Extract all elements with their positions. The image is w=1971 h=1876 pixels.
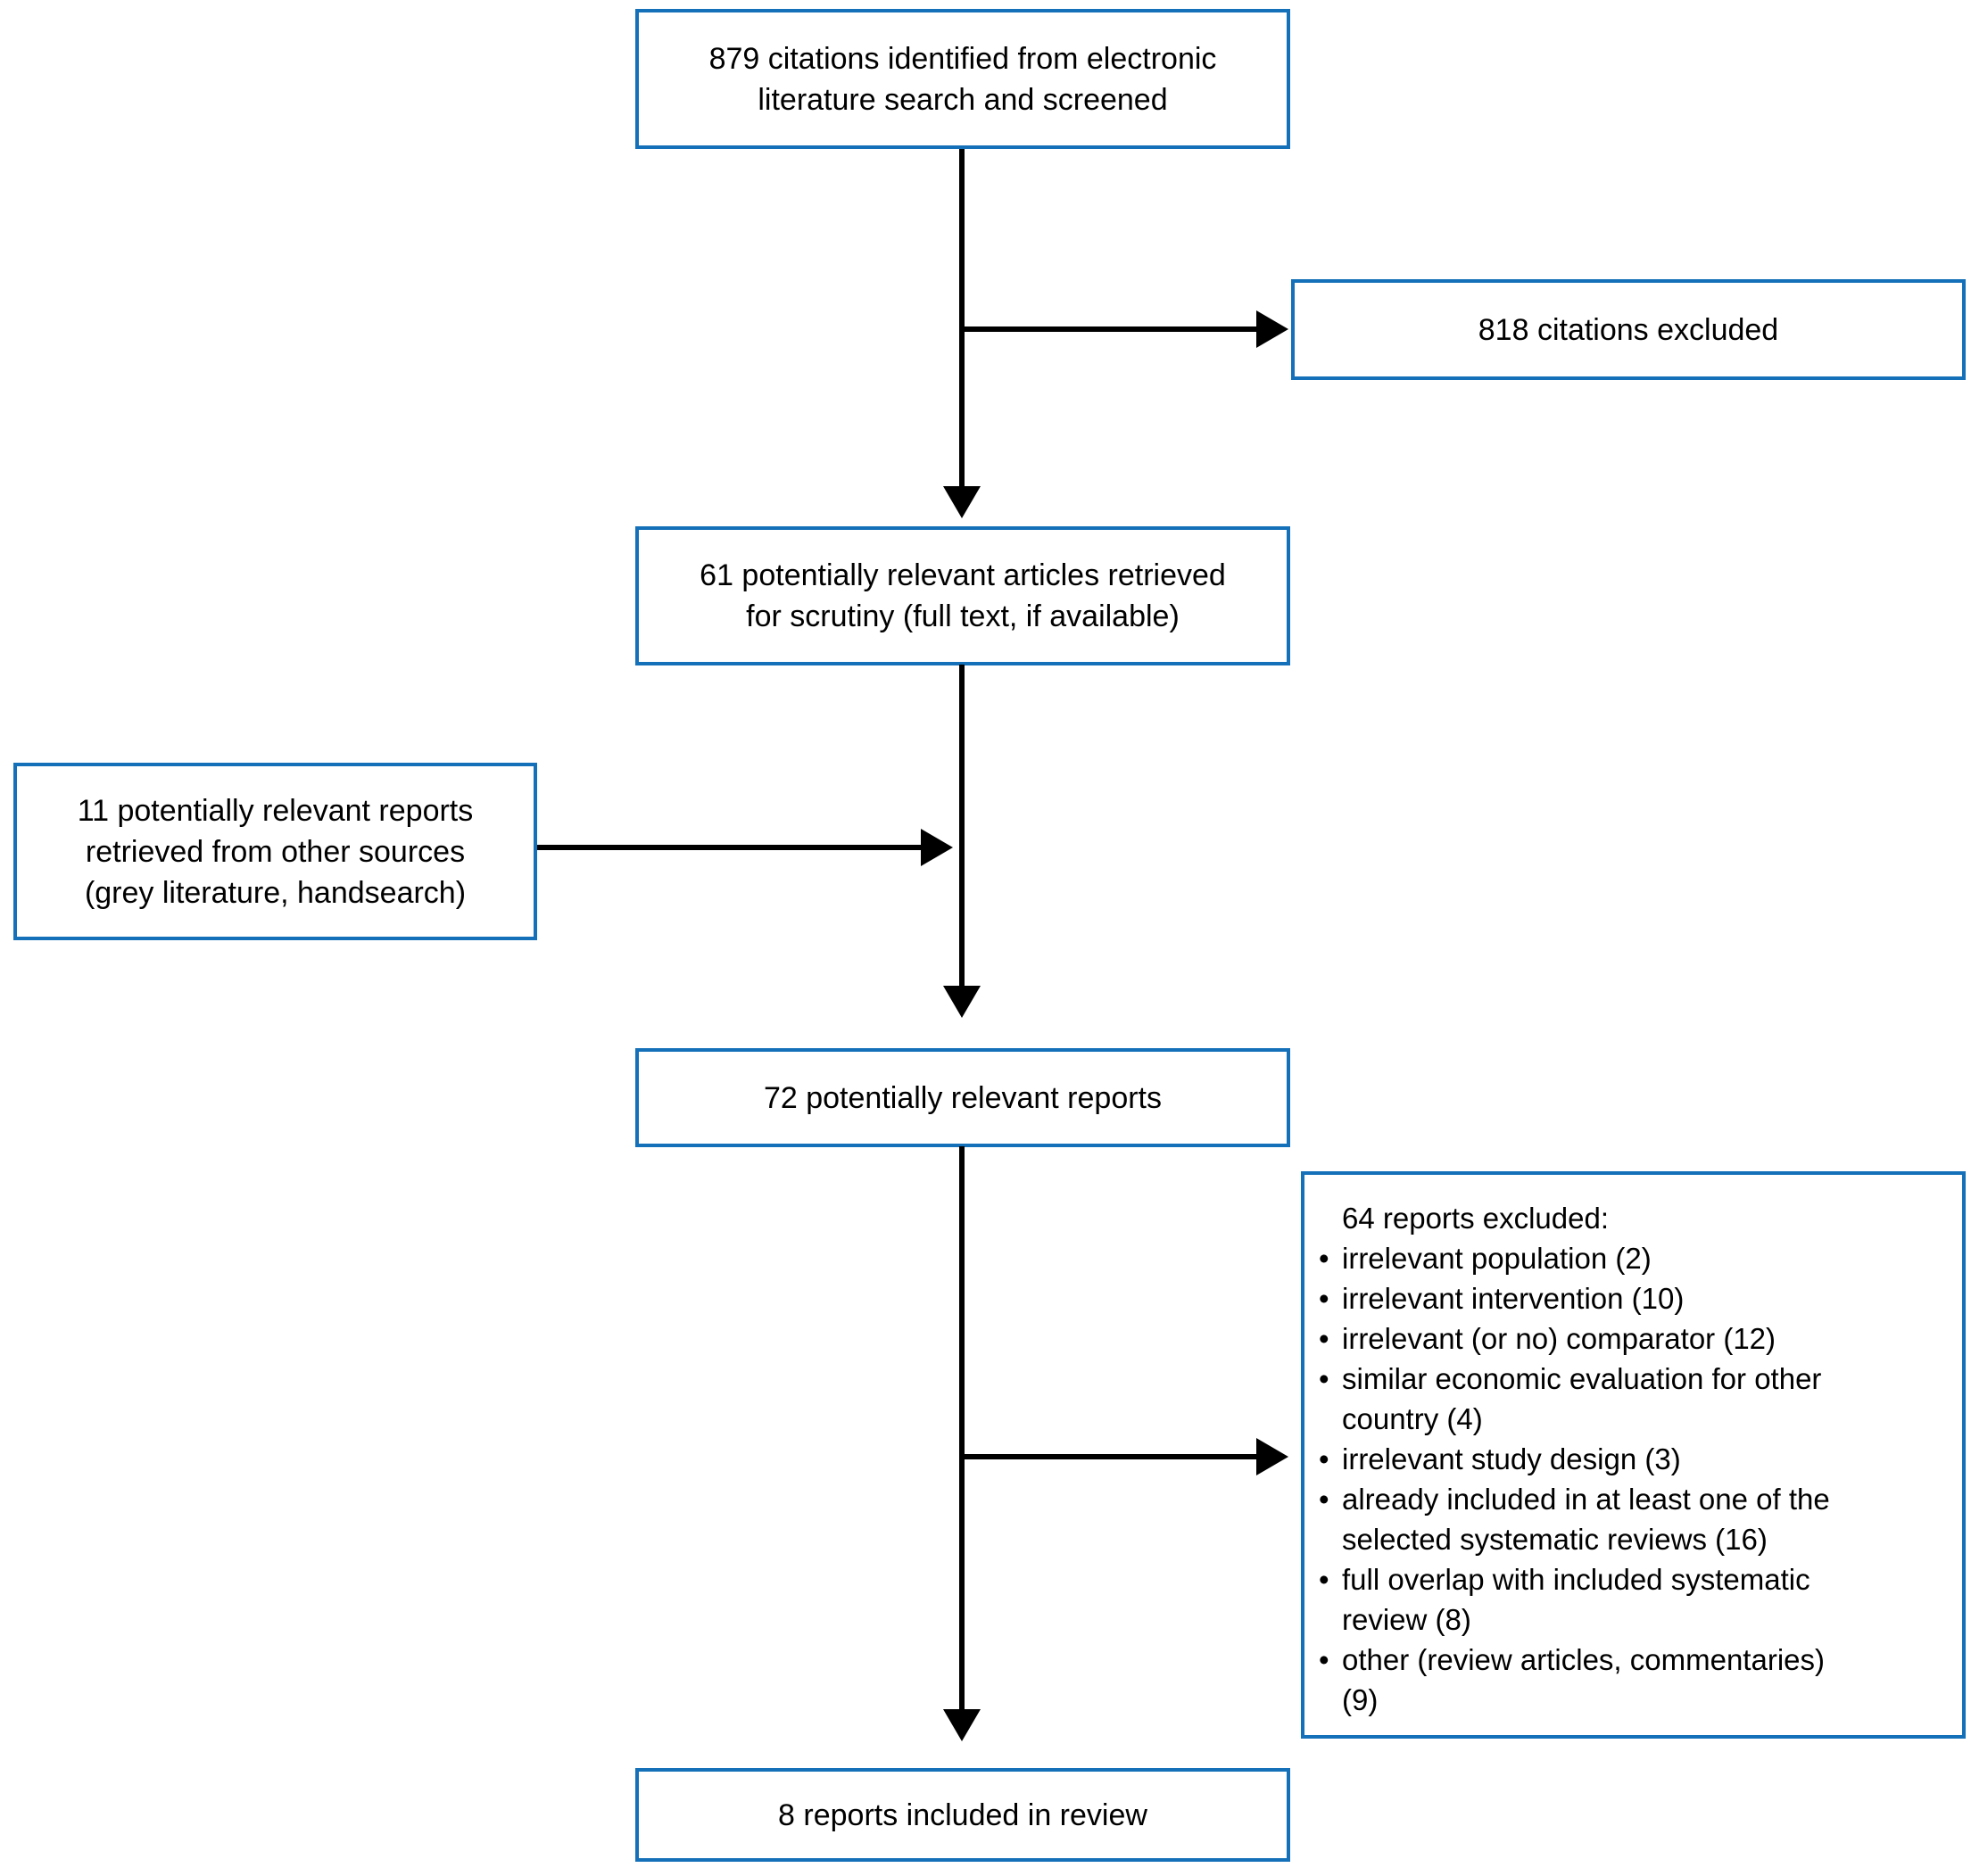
connector-to-reports-excluded [959, 1454, 1256, 1459]
excluded-reason-text: already included in at least one of the … [1342, 1483, 1830, 1556]
node-reports-excluded: 64 reports excluded: • irrelevant populat… [1301, 1171, 1966, 1739]
arrowhead-other-sources [921, 829, 953, 866]
excluded-reason-row: • irrelevant study design (3) [1319, 1439, 1935, 1479]
node-potentially-relevant-text: 72 potentially relevant reports [763, 1080, 1163, 1115]
node-articles-retrieved-text: 61 potentially relevant articles retriev… [700, 558, 1226, 633]
node-citations-excluded: 818 citations excluded [1291, 279, 1966, 380]
reports-excluded-list: • irrelevant population (2) • irrelevant i… [1319, 1238, 1935, 1720]
node-reports-included: 8 reports included in review [635, 1768, 1290, 1862]
bullet-icon: • [1319, 1483, 1329, 1516]
excluded-reason-text: irrelevant population (2) [1342, 1242, 1652, 1275]
bullet-icon: • [1319, 1643, 1329, 1676]
node-other-sources: 11 potentially relevant reports retrieve… [13, 763, 537, 940]
reports-excluded-heading: 64 reports excluded: [1342, 1202, 1610, 1235]
node-citations-excluded-text: 818 citations excluded [1478, 312, 1779, 347]
arrowhead-to-citations-excluded [1256, 310, 1288, 348]
excluded-reason-row: • already included in at least one of the… [1319, 1479, 1935, 1559]
connector-identified-to-retrieved [959, 149, 965, 486]
excluded-reason-row: • irrelevant intervention (10) [1319, 1278, 1935, 1318]
node-citations-identified: 879 citations identified from electronic… [635, 9, 1290, 149]
excluded-reason-row: • full overlap with included systematic r… [1319, 1559, 1935, 1640]
node-other-sources-text: 11 potentially relevant reports retrieve… [77, 793, 474, 910]
excluded-reason-row: • other (review articles, commentaries) (… [1319, 1640, 1935, 1720]
node-reports-included-text: 8 reports included in review [778, 1797, 1147, 1832]
bullet-icon: • [1319, 1362, 1329, 1395]
excluded-reason-text: irrelevant (or no) comparator (12) [1342, 1322, 1776, 1355]
node-potentially-relevant: 72 potentially relevant reports [635, 1048, 1290, 1147]
bullet-icon: • [1319, 1322, 1329, 1355]
excluded-reason-row: • irrelevant population (2) [1319, 1238, 1935, 1278]
connector-relevant-to-included [959, 1146, 965, 1709]
excluded-reason-text: full overlap with included systematic re… [1342, 1563, 1810, 1636]
excluded-reason-row: • irrelevant (or no) comparator (12) [1319, 1318, 1935, 1359]
bullet-icon: • [1319, 1282, 1329, 1315]
arrowhead-to-retrieved [943, 486, 981, 518]
bullet-icon: • [1319, 1242, 1329, 1275]
excluded-reason-text: other (review articles, commentaries) (9… [1342, 1643, 1825, 1716]
connector-other-sources-to-flow [537, 845, 921, 850]
node-citations-identified-text: 879 citations identified from electronic… [708, 41, 1217, 117]
connector-retrieved-to-relevant [959, 665, 965, 986]
arrowhead-to-relevant [943, 986, 981, 1018]
excluded-reason-text: irrelevant study design (3) [1342, 1442, 1681, 1475]
excluded-reason-text: irrelevant intervention (10) [1342, 1282, 1685, 1315]
bullet-icon: • [1319, 1563, 1329, 1596]
excluded-reason-text: similar economic evaluation for other co… [1342, 1362, 1822, 1435]
bullet-icon: • [1319, 1442, 1329, 1475]
arrowhead-to-reports-excluded [1256, 1438, 1288, 1475]
connector-to-citations-excluded [959, 326, 1256, 332]
excluded-reason-row: • similar economic evaluation for other c… [1319, 1359, 1935, 1439]
arrowhead-to-included [943, 1709, 981, 1741]
node-articles-retrieved: 61 potentially relevant articles retriev… [635, 526, 1290, 665]
